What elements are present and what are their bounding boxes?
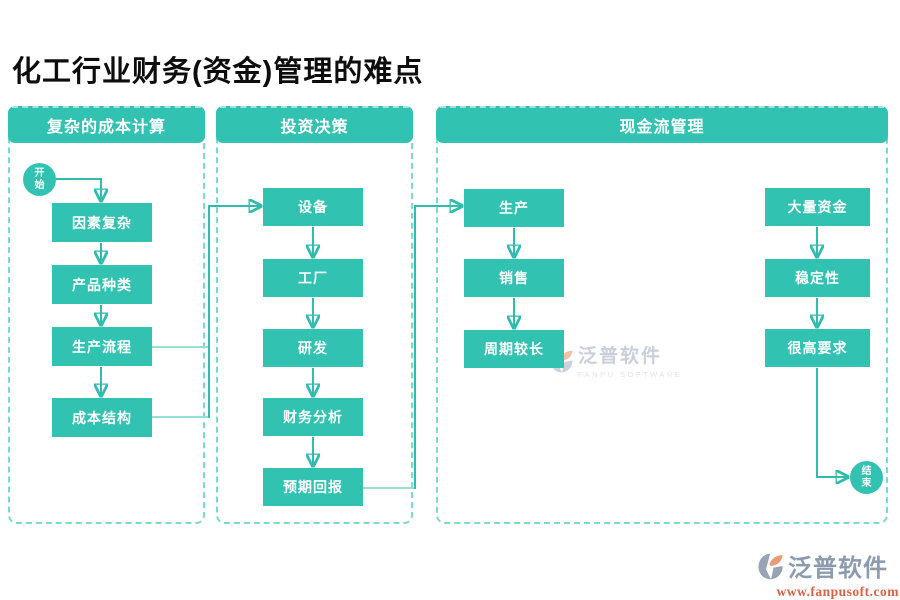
flow-node-large-funds: 大量资金 <box>765 188 870 226</box>
section-investment-decision: 投资决策 <box>216 106 413 524</box>
flow-node-equipment: 设备 <box>263 188 363 226</box>
page-title: 化工行业财务(资金)管理的难点 <box>12 56 424 88</box>
flow-node-expected-return: 预期回报 <box>263 468 363 506</box>
flow-node-complex-factors: 因素复杂 <box>52 203 152 242</box>
flow-node-factory: 工厂 <box>263 259 363 297</box>
footer-logo: 泛普软件 www.fanpusoft.com <box>757 548 899 600</box>
flow-node-research: 研发 <box>263 329 363 367</box>
flow-node-high-requirements: 很高要求 <box>765 329 870 367</box>
fanpu-logo-icon <box>758 553 783 579</box>
flow-node-stability: 稳定性 <box>765 259 870 297</box>
flow-node-cost-structure: 成本结构 <box>52 398 152 437</box>
end-terminal: 结束 <box>850 461 883 494</box>
flow-node-financial-analysis: 财务分析 <box>263 398 363 436</box>
section-cost-calculation: 复杂的成本计算 <box>8 106 205 524</box>
footer-company-name: 泛普软件 <box>788 555 888 582</box>
end-terminal-label: 结束 <box>861 466 872 489</box>
section-cashflow-management: 现金流管理 <box>436 106 888 524</box>
flow-node-production: 生产 <box>464 189 564 227</box>
footer-website-url: www.fanpusoft.com <box>776 584 899 599</box>
section-header-cost-calculation: 复杂的成本计算 <box>8 106 205 143</box>
section-header-cashflow-management: 现金流管理 <box>436 106 888 143</box>
watermark-name: 泛普软件 <box>578 346 663 367</box>
flow-node-sales: 销售 <box>464 259 564 297</box>
section-header-investment-decision: 投资决策 <box>216 106 413 143</box>
watermark-subtitle: FANPU SOFTWARE <box>578 369 683 379</box>
start-terminal-label: 开始 <box>34 168 45 191</box>
flow-node-product-types: 产品种类 <box>52 265 152 304</box>
start-terminal: 开始 <box>23 163 56 196</box>
flow-node-long-cycle: 周期较长 <box>464 330 564 368</box>
flow-node-production-process: 生产流程 <box>52 327 152 366</box>
